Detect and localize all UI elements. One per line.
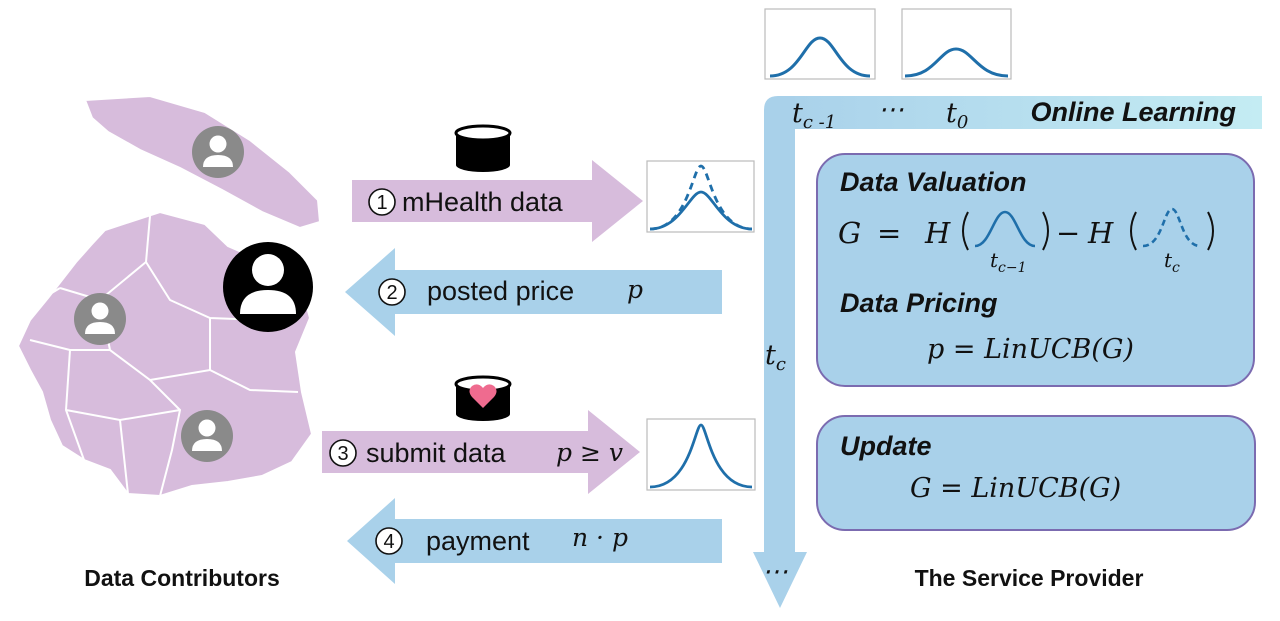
svg-text:p ≥ v: p ≥ v [556, 438, 623, 467]
svg-text:G: G [838, 216, 861, 250]
svg-text:tc: tc [765, 340, 786, 375]
svg-text:Online Learning: Online Learning [1030, 97, 1236, 127]
svg-text:1: 1 [376, 192, 387, 214]
distribution-plot-top-left [764, 8, 876, 80]
timeline-arrow [753, 96, 807, 608]
arrow-posted-price: 2 posted price p [345, 248, 722, 336]
svg-text:⋯: ⋯ [878, 95, 904, 125]
svg-text:n · p: n · p [572, 523, 628, 552]
arrow-submit-data: 3 submit data p ≥ v [322, 410, 640, 494]
svg-text:⋯: ⋯ [762, 557, 788, 587]
svg-text:tc: tc [1164, 248, 1180, 276]
svg-text:−: − [1056, 216, 1080, 250]
svg-text:mHealth data: mHealth data [402, 187, 564, 217]
distribution-plot-top-right [901, 8, 1012, 80]
user-icon [74, 293, 126, 345]
svg-text:submit data: submit data [366, 438, 507, 468]
arrow-mhealth-data: 1 mHealth data [352, 160, 643, 242]
valuation-pricing-box: Data Valuation G = H tc−1 − H tc Data Pr… [816, 153, 1255, 387]
svg-text:H: H [924, 216, 951, 250]
distribution-plot-submitted [646, 418, 756, 491]
heart-icon [469, 384, 497, 408]
user-icon [192, 126, 244, 178]
highlighted-user-icon [223, 242, 313, 332]
svg-text:G = LinUCB(G): G = LinUCB(G) [910, 473, 1121, 504]
user-icon [181, 410, 233, 462]
svg-text:tc -1: tc -1 [792, 98, 836, 133]
health-database-icon [454, 375, 512, 421]
svg-text:Data Valuation: Data Valuation [840, 167, 1027, 197]
svg-text:p = LinUCB(G): p = LinUCB(G) [927, 334, 1134, 365]
arrow-payment: 4 payment n · p [347, 498, 722, 584]
database-icon [454, 124, 512, 172]
svg-text:t0: t0 [946, 98, 968, 133]
svg-text:p: p [627, 275, 643, 304]
svg-text:4: 4 [383, 531, 394, 553]
left-title: Data Contributors [84, 565, 280, 591]
svg-text:posted price: posted price [427, 276, 574, 306]
online-learning-bar [778, 96, 1262, 129]
region-map [16, 94, 322, 498]
timeline: Online Learning tc -1 ⋯ t0 tc ⋯ [753, 95, 1262, 608]
svg-text:tc−1: tc−1 [990, 248, 1027, 276]
svg-text:Data Pricing: Data Pricing [840, 288, 998, 318]
svg-text:H: H [1087, 216, 1114, 250]
right-title: The Service Provider [915, 565, 1144, 591]
svg-text:Update: Update [840, 431, 932, 461]
svg-text:2: 2 [386, 282, 397, 304]
svg-text:=: = [877, 216, 901, 250]
svg-text:3: 3 [337, 443, 348, 465]
distribution-plot-received [646, 160, 755, 233]
svg-text:payment: payment [426, 526, 530, 556]
update-box: Update G = LinUCB(G) [816, 415, 1256, 531]
